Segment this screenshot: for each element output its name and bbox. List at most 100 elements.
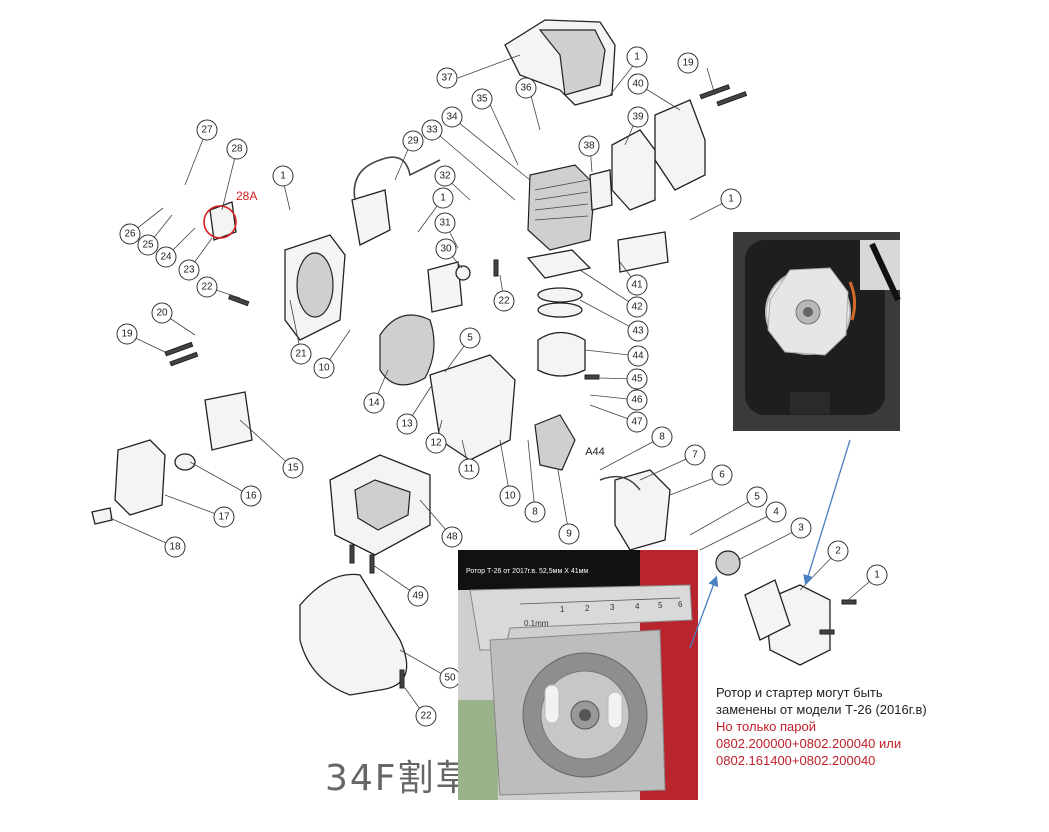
callout: 16 <box>240 485 262 507</box>
svg-text:10: 10 <box>504 491 516 502</box>
callout: 10 <box>499 485 521 507</box>
svg-text:22: 22 <box>498 296 510 307</box>
svg-text:22: 22 <box>201 282 213 293</box>
svg-text:8: 8 <box>532 507 538 518</box>
svg-text:29: 29 <box>407 136 419 147</box>
callout: 38 <box>578 135 600 157</box>
callout: 10 <box>313 357 335 379</box>
rotor-photo: 1 2 3 4 5 6 0.1mm Ротор Т-26 от 2017г.в.… <box>458 550 698 800</box>
svg-text:10: 10 <box>318 363 330 374</box>
svg-text:37: 37 <box>441 73 453 84</box>
starter-rotor <box>715 550 741 576</box>
callout: 3 <box>790 517 812 539</box>
svg-text:19: 19 <box>682 58 694 69</box>
callout: 27 <box>196 119 218 141</box>
svg-text:31: 31 <box>439 218 451 229</box>
callout: 8 <box>524 501 546 523</box>
svg-text:30: 30 <box>440 244 452 255</box>
svg-text:A44: A44 <box>585 446 605 458</box>
svg-text:21: 21 <box>295 349 307 360</box>
callout: 47 <box>626 411 648 433</box>
callout: 26 <box>119 223 141 245</box>
svg-text:1: 1 <box>440 193 446 204</box>
red-callout-label: 28A <box>236 189 257 203</box>
callout: 29 <box>402 130 424 152</box>
callout: 42 <box>626 296 648 318</box>
svg-text:38: 38 <box>583 141 595 152</box>
callout: 39 <box>627 106 649 128</box>
svg-text:48: 48 <box>446 532 458 543</box>
piston <box>537 331 586 377</box>
callout: 45 <box>626 368 648 390</box>
svg-text:1: 1 <box>280 171 286 182</box>
svg-text:22: 22 <box>420 711 432 722</box>
engine-parts-art <box>91 19 857 696</box>
ignition-coil <box>351 189 391 246</box>
callout: 22 <box>493 290 515 312</box>
svg-text:6: 6 <box>719 470 725 481</box>
callout: 6 <box>711 464 733 486</box>
callout: 8 <box>651 426 673 448</box>
photo-caption: Ротор Т-26 от 2017г.в. 52,5мм Х 41мм <box>466 568 588 575</box>
svg-text:39: 39 <box>632 112 644 123</box>
callout: 19 <box>116 323 138 345</box>
muffler <box>611 129 656 211</box>
svg-text:8: 8 <box>659 432 665 443</box>
callout: 17 <box>213 506 235 528</box>
callout: 32 <box>434 165 456 187</box>
svg-text:5: 5 <box>467 333 473 344</box>
svg-text:46: 46 <box>631 395 643 406</box>
svg-text:44: 44 <box>632 351 644 362</box>
callout: 1 <box>432 187 454 209</box>
svg-text:3: 3 <box>610 603 615 612</box>
callout: 49 <box>407 585 429 607</box>
svg-text:24: 24 <box>160 252 172 263</box>
cover-guard <box>299 573 408 696</box>
svg-text:11: 11 <box>464 464 475 475</box>
callout: 1 <box>272 165 294 187</box>
svg-text:5: 5 <box>658 601 663 610</box>
crankcase-right <box>614 469 671 551</box>
svg-text:25: 25 <box>142 240 154 251</box>
svg-text:2: 2 <box>585 604 590 613</box>
callout: 34 <box>441 106 463 128</box>
note-line-red: 0802.200000+0802.200040 или <box>716 736 902 751</box>
svg-text:23: 23 <box>183 265 195 276</box>
svg-text:3: 3 <box>798 523 804 534</box>
callout: 23 <box>178 259 200 281</box>
callout: 33 <box>421 119 443 141</box>
svg-text:9: 9 <box>566 529 572 540</box>
svg-text:5: 5 <box>754 492 760 503</box>
svg-text:50: 50 <box>444 673 456 684</box>
svg-text:18: 18 <box>169 542 181 553</box>
callout: 22 <box>196 276 218 298</box>
svg-text:2: 2 <box>835 546 841 557</box>
callout: 35 <box>471 88 493 110</box>
callout: 2 <box>827 540 849 562</box>
air-filter-cover <box>114 439 166 516</box>
callout: 5 <box>459 327 481 349</box>
callout: 31 <box>434 212 456 234</box>
callout: 21 <box>290 343 312 365</box>
svg-text:35: 35 <box>476 94 488 105</box>
callout: 25 <box>137 234 159 256</box>
callout: 18 <box>164 536 186 558</box>
muffler-bracket <box>654 99 706 191</box>
svg-text:1: 1 <box>634 52 640 63</box>
callout: 14 <box>363 392 385 414</box>
callout: 20 <box>151 302 173 324</box>
callout: 43 <box>627 320 649 342</box>
callout: 50 <box>439 667 461 689</box>
callout: A44 <box>585 446 605 458</box>
callout-group: 37 1 19 40 36 35 39 34 33 38 29 27 28 32… <box>116 46 888 727</box>
svg-text:26: 26 <box>124 229 136 240</box>
svg-text:1: 1 <box>560 605 565 614</box>
callout: 11 <box>458 458 480 480</box>
svg-text:20: 20 <box>156 308 168 319</box>
svg-text:0.1mm: 0.1mm <box>524 619 549 628</box>
svg-text:13: 13 <box>401 419 413 430</box>
callout: 1 <box>626 46 648 68</box>
callout: 5 <box>746 486 768 508</box>
callout: 19 <box>677 52 699 74</box>
svg-text:4: 4 <box>635 602 640 611</box>
